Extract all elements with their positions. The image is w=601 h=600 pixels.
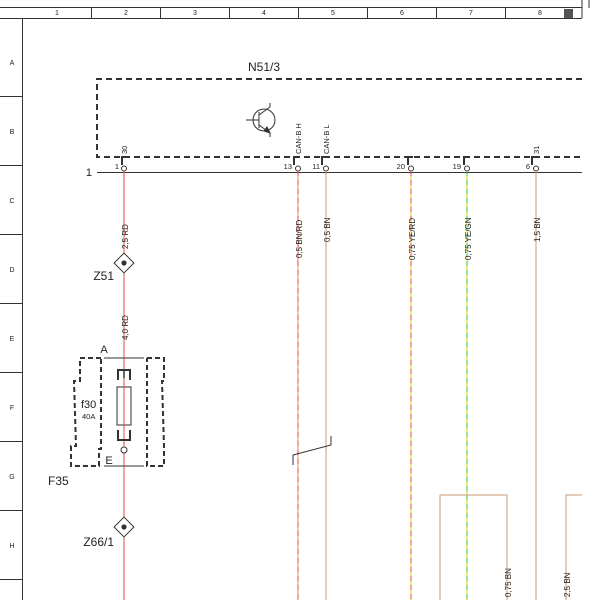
fuse-rating: 40A [82, 412, 95, 421]
wires [123, 171, 582, 600]
splice-label: Z66/1 [83, 535, 114, 549]
splice-label: Z51 [93, 269, 114, 283]
wire-label: 4,0 RD [121, 315, 130, 340]
fuse-box: A E f30 40A F35 [48, 344, 165, 488]
pin-id: 6 [526, 162, 530, 171]
wire-label: 0,75 YE/GN [464, 217, 473, 260]
grid-col-label: 4 [262, 10, 266, 17]
pin-id: 11 [312, 162, 320, 171]
splice-z66-1: Z66/1 [83, 516, 135, 549]
grid-row-label: C [9, 198, 14, 205]
connector-marker: 1 [86, 167, 92, 179]
grid-row-label: D [9, 267, 14, 274]
grid-row-label: H [9, 543, 14, 550]
fuse-terminal-top: A [100, 344, 108, 356]
twisted-pair-marker [292, 436, 332, 465]
fuse-terminal-bottom: E [105, 455, 112, 467]
pin-terminal-label: CAN-B H [294, 123, 303, 154]
pin-id: 19 [453, 162, 461, 171]
wire-brown-branch-right [565, 494, 582, 600]
pin-id: 1 [115, 162, 119, 171]
wire-label: 2,5 RD [121, 224, 130, 249]
corner-marker [564, 9, 573, 18]
pin-id: 13 [284, 162, 292, 171]
transistor-icon [246, 103, 276, 137]
grid-col-label: 6 [400, 10, 404, 17]
fuse-name: f30 [81, 399, 96, 411]
fuse-box-outline [70, 357, 165, 467]
pin-id: 20 [397, 162, 405, 171]
wire-label: 0,75 BN [504, 568, 513, 597]
grid-frame [0, 0, 583, 600]
wire-label: 0,5 BN/RD [295, 220, 304, 258]
module-label: N51/3 [248, 60, 280, 74]
grid-row-label: A [10, 60, 15, 67]
grid-row-label: G [9, 474, 14, 481]
wire-label: 0,75 YE/RD [408, 218, 417, 260]
pin-terminal-label: 31 [532, 146, 541, 154]
pin-contacts [121, 165, 539, 172]
fuse-box-label: F35 [48, 474, 69, 488]
pin-terminal-label: 30 [120, 146, 129, 154]
grid-col-label: 1 [55, 10, 59, 17]
splice-z51: Z51 [93, 252, 135, 283]
grid-col-label: 7 [469, 10, 473, 17]
grid-col-label: 2 [124, 10, 128, 17]
wire-label: 1,5 BN [533, 217, 542, 242]
wire-label: 0,5 BN [323, 217, 332, 242]
grid-row-label: E [10, 336, 15, 343]
wire-brown-branch [439, 494, 508, 600]
pin-brackets [121, 156, 537, 165]
wire-label: 2,5 BN [563, 572, 572, 597]
module-outline [96, 78, 582, 158]
grid-col-label: 8 [538, 10, 542, 17]
grid-row-label: F [10, 405, 14, 412]
grid-col-label: 5 [331, 10, 335, 17]
control-module: N51/3 1 [86, 60, 582, 179]
grid-col-label: 3 [193, 10, 197, 17]
grid-row-label: B [10, 129, 15, 136]
pin-terminal-label: CAN-B L [322, 124, 331, 154]
